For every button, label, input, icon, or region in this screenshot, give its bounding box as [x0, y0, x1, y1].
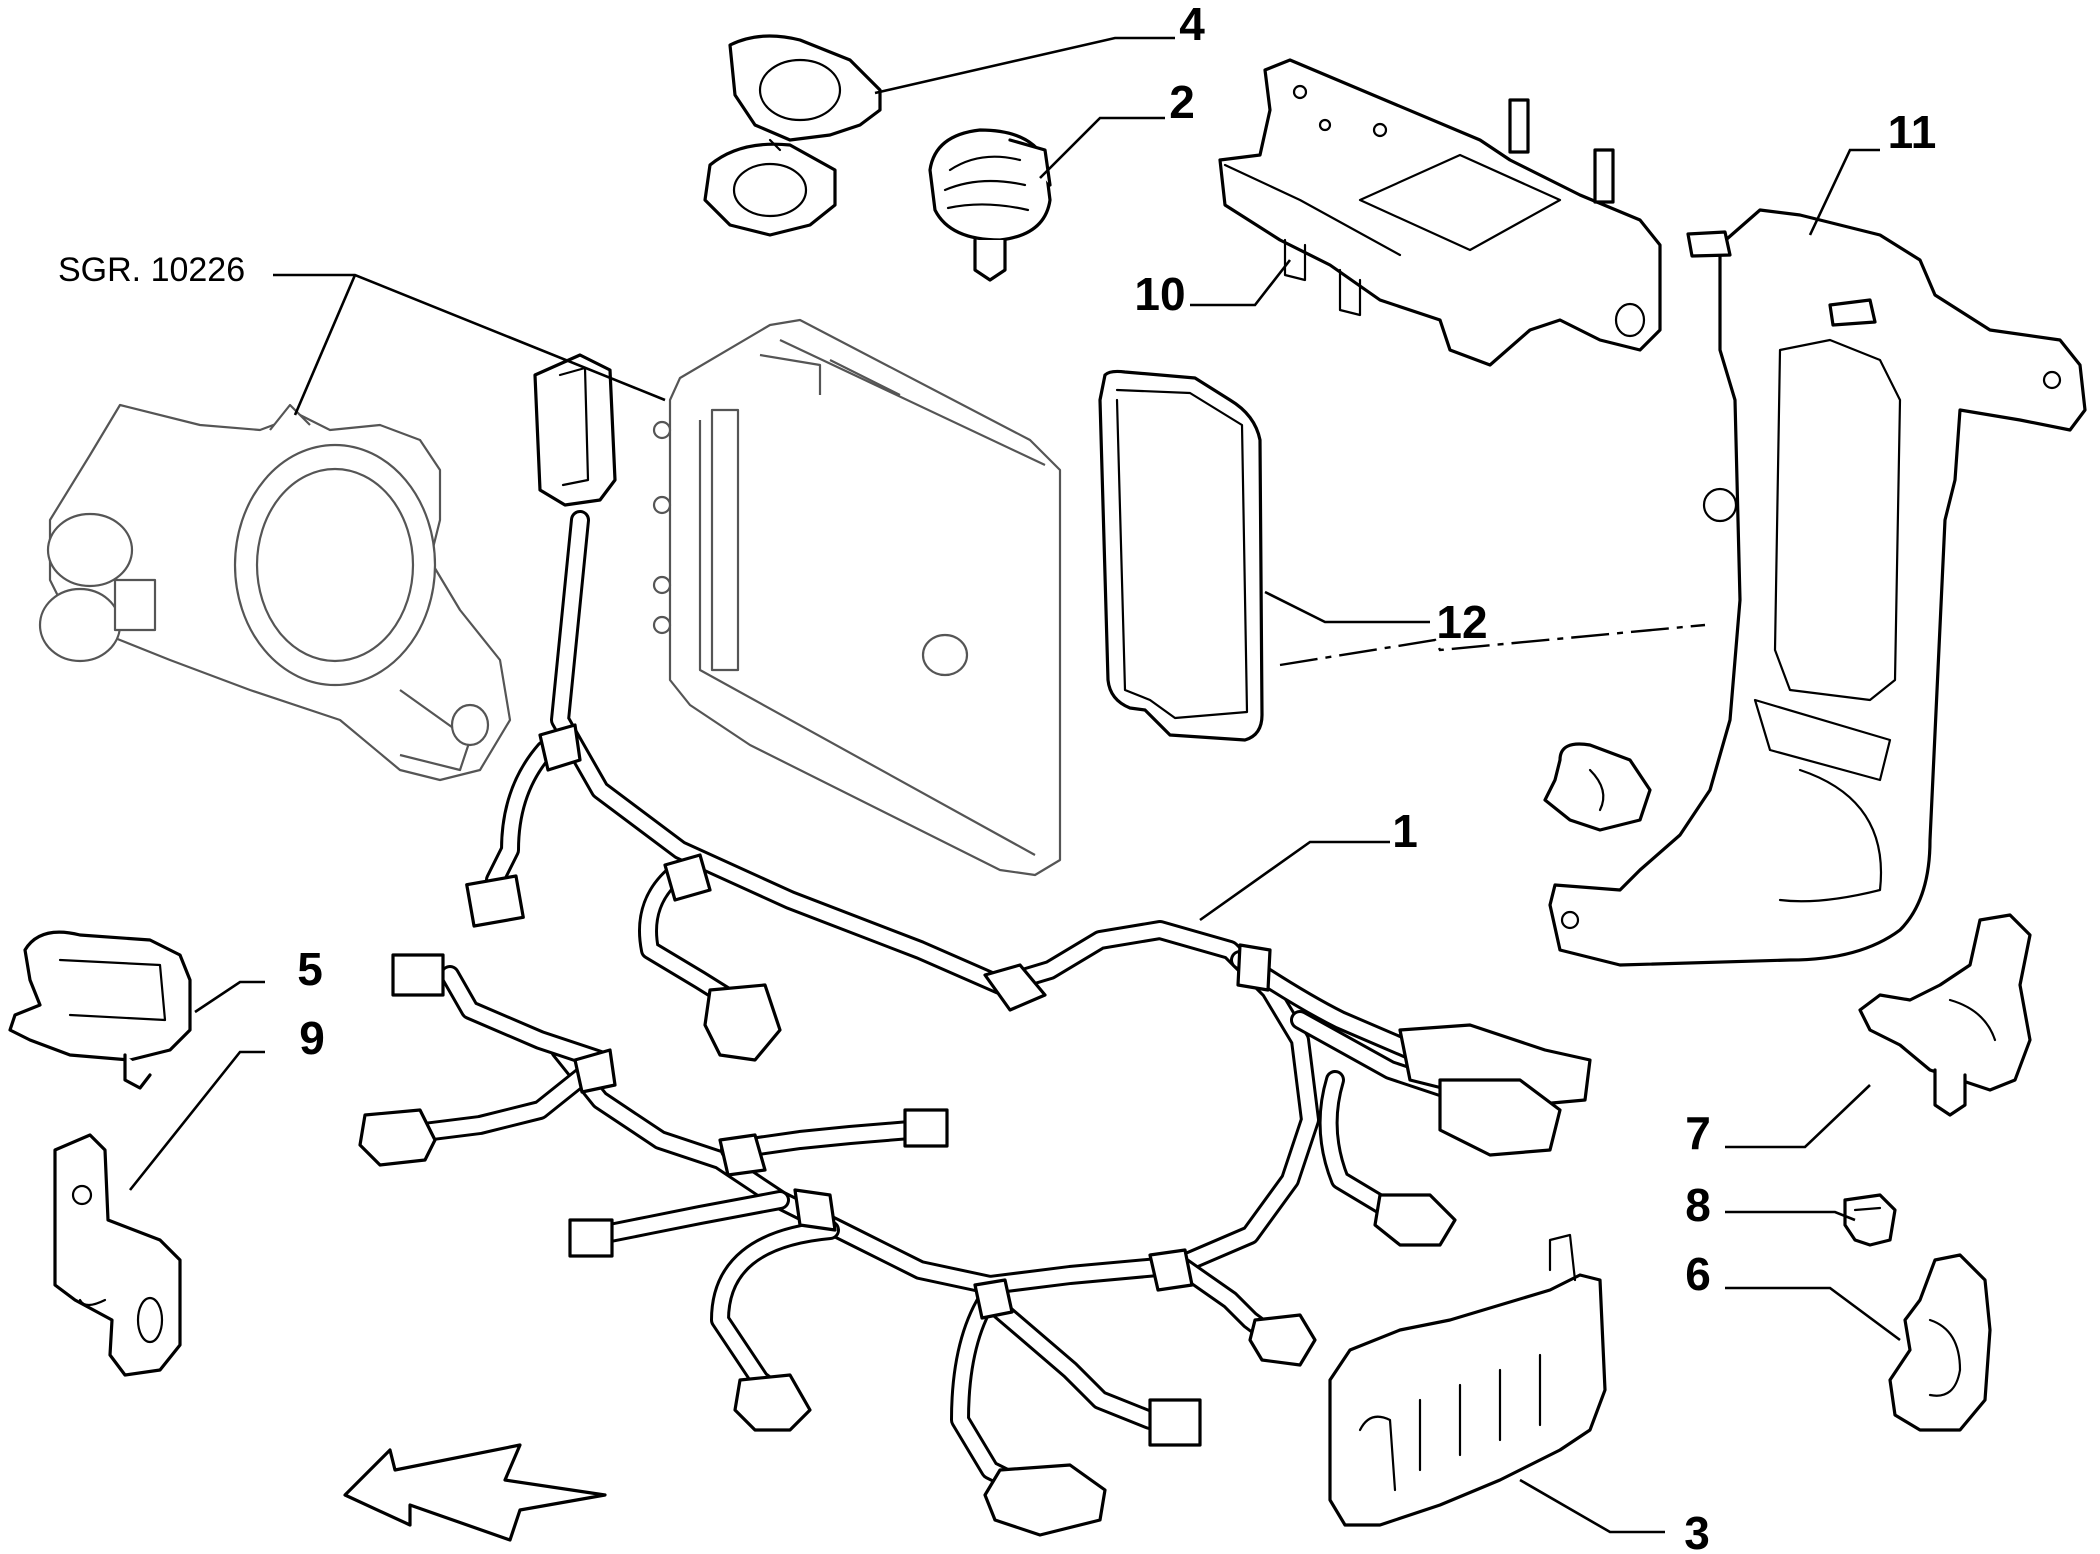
- callout-2: 2: [1169, 76, 1195, 128]
- callout-4: 4: [1179, 0, 1205, 50]
- callout-10: 10: [1134, 268, 1185, 320]
- clip-part-7: [1858, 913, 2032, 1117]
- callout-12: 12: [1436, 596, 1487, 648]
- leader-lines: [128, 36, 1901, 1534]
- callout-6: 6: [1685, 1248, 1711, 1300]
- callout-8: 8: [1685, 1179, 1711, 1231]
- grommet-part-2: [928, 128, 1052, 282]
- assembly-line: [1279, 623, 1706, 667]
- clip-part-5: [8, 930, 192, 1090]
- throttle-body: [38, 403, 512, 782]
- callout-3: 3: [1684, 1507, 1710, 1554]
- bracket-part-9: [53, 1133, 182, 1377]
- direction-arrow: [343, 1443, 607, 1542]
- wiring-harness-part-1: [358, 353, 1592, 1537]
- callout-11: 11: [1888, 106, 1937, 158]
- callout-1: 1: [1392, 805, 1418, 857]
- cover-part-3: [1328, 1233, 1607, 1527]
- callout-9: 9: [299, 1012, 325, 1064]
- reference-label: SGR. 10226: [58, 251, 245, 289]
- clip-part-4: [703, 34, 882, 237]
- callout-7: 7: [1685, 1107, 1711, 1159]
- callout-5: 5: [297, 943, 323, 995]
- bracket-part-11: [1543, 208, 2087, 967]
- bracket-part-10: [1218, 58, 1662, 367]
- ecu-control-unit: [652, 318, 1062, 877]
- clip-part-8: [1843, 1193, 1897, 1247]
- clip-part-6: [1888, 1253, 1992, 1432]
- gasket-part-12: [1098, 369, 1264, 742]
